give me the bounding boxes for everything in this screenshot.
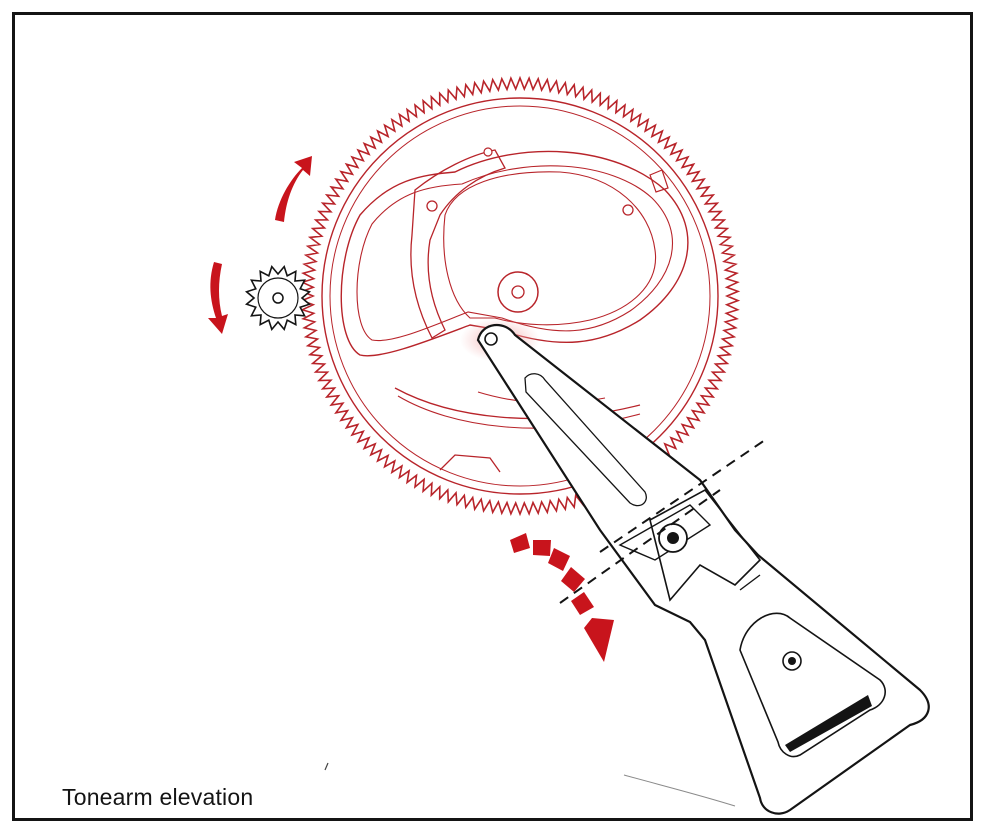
cam-groove-center <box>443 171 657 326</box>
tonearm-lever-bracket <box>649 488 762 602</box>
rotation-arrow-down <box>208 262 228 334</box>
tonearm-lever-outline <box>476 324 930 815</box>
diagram-caption: Tonearm elevation <box>62 784 254 810</box>
pinion-gear-axle <box>272 292 284 304</box>
tonearm-lever-slot <box>524 373 647 507</box>
rotation-arrow-up <box>275 156 312 222</box>
cam-gear-inner-rim <box>321 97 719 495</box>
pinion-gear <box>244 264 312 332</box>
stray-tick <box>324 762 329 771</box>
cam-hole-left <box>426 200 438 212</box>
tonearm-lever <box>476 324 930 815</box>
tonearm-screw-upper-center <box>667 532 679 544</box>
tonearm-lever-step <box>618 504 712 561</box>
cam-gear-inner-rim-2 <box>329 105 711 487</box>
stray-mark <box>623 774 736 807</box>
cam-hole-top <box>483 147 493 157</box>
tonearm-lever-edge <box>739 574 761 591</box>
swing-arrow <box>510 533 614 662</box>
tonearm-screw-lower-center <box>788 657 796 665</box>
cam-hub-inner <box>511 285 525 299</box>
cam-bottom-notch <box>439 454 501 473</box>
tonearm-lever-cutout <box>739 612 886 758</box>
tonearm-pivot <box>484 332 498 346</box>
cam-gear <box>299 75 741 517</box>
pinion-gear-rim <box>257 277 299 319</box>
cam-hole-right <box>622 204 634 216</box>
tonearm-lever-cutout-shade <box>785 695 872 752</box>
cam-top-notch <box>649 169 669 193</box>
cam-lever-arm <box>410 149 506 339</box>
